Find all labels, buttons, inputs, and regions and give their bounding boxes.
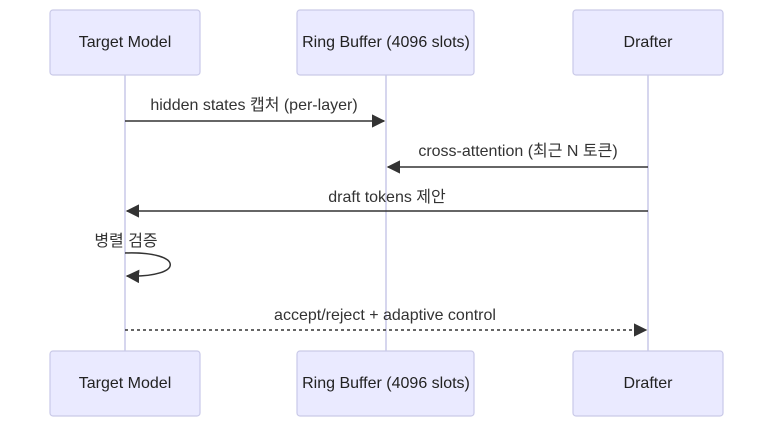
actor-target-model-bottom: Target Model: [49, 350, 201, 417]
message-label-draft-tokens: draft tokens 제안: [328, 188, 446, 206]
actor-drafter-top: Drafter: [572, 9, 724, 76]
actor-label: Target Model: [79, 375, 172, 392]
actor-label: Drafter: [624, 34, 674, 51]
message-label-cross-attention: cross-attention (최근 N 토큰): [418, 142, 617, 160]
actor-label: Ring Buffer (4096 slots): [302, 375, 470, 392]
message-label-parallel-verify: 병렬 검증: [94, 232, 157, 250]
message-arrow-parallel-verify: [124, 252, 171, 284]
actor-drafter-bottom: Drafter: [572, 350, 724, 417]
actor-ring-buffer-bottom: Ring Buffer (4096 slots): [296, 350, 475, 417]
actor-label: Ring Buffer (4096 slots): [302, 34, 470, 51]
actor-label: Drafter: [624, 375, 674, 392]
actor-ring-buffer-top: Ring Buffer (4096 slots): [296, 9, 475, 76]
message-label-accept-reject: accept/reject + adaptive control: [274, 307, 496, 324]
actor-label: Target Model: [79, 34, 172, 51]
actor-target-model-top: Target Model: [49, 9, 201, 76]
message-label-hidden-states: hidden states 캡처 (per-layer): [150, 96, 357, 114]
